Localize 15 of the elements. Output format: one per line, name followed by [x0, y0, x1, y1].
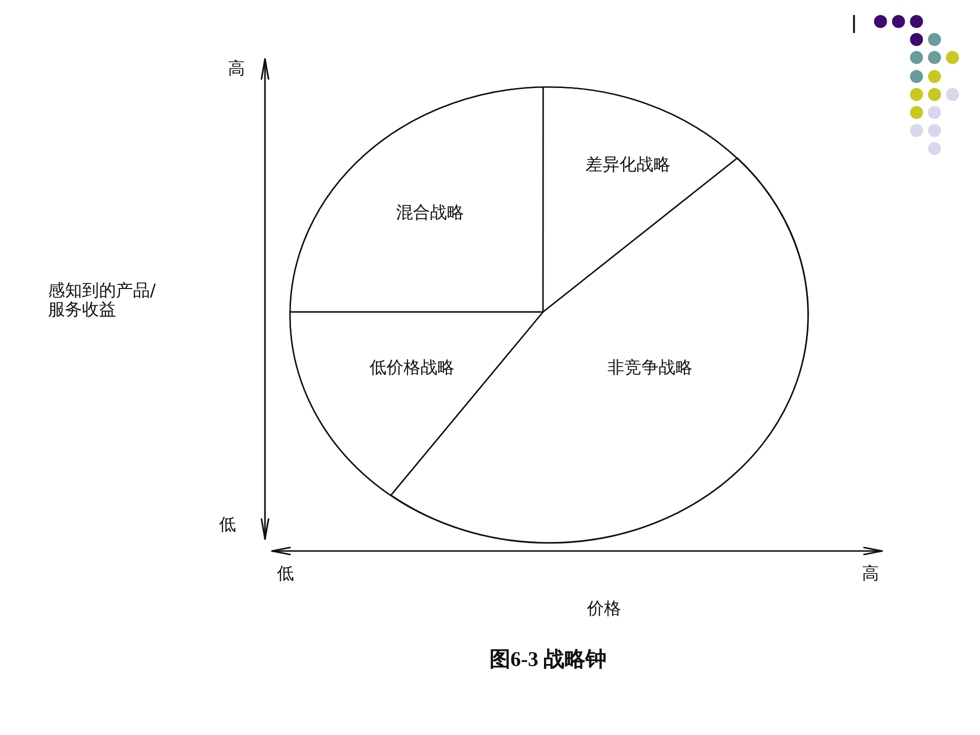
segment-label: 混合战略: [396, 202, 464, 223]
axis-end-label: 高: [862, 565, 879, 584]
figure-caption: 图6-3 战略钟: [489, 646, 607, 672]
segment-label: 差异化战略: [586, 154, 670, 175]
axis-end-label: 低: [219, 516, 236, 535]
axis-end-label: 低: [277, 565, 294, 584]
axis-title: 价格: [587, 600, 621, 619]
ellipse-segment: [543, 87, 738, 312]
axis-end-label: 高: [228, 60, 245, 79]
ellipse-segment: [290, 87, 544, 312]
strategy-clock-ellipse: [290, 87, 808, 543]
axis-title: 感知到的产品/服务收益: [48, 282, 157, 320]
ellipse-segment: [290, 312, 543, 496]
segment-label: 非竞争战略: [607, 358, 692, 378]
segment-label: 低价格战略: [369, 358, 454, 378]
